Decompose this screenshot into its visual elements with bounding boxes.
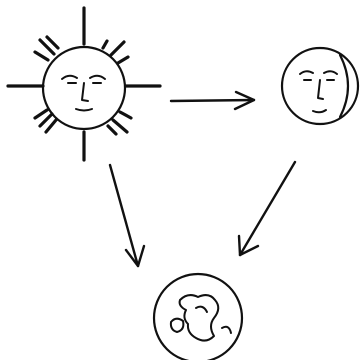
earth-globe-icon bbox=[154, 274, 242, 360]
arrow-shaft bbox=[110, 165, 138, 266]
arrow-sun-to-moon bbox=[171, 92, 254, 109]
earth-continents bbox=[171, 295, 231, 340]
sun-node bbox=[8, 8, 160, 160]
arrow-sun-to-earth bbox=[110, 165, 144, 266]
earth-disc bbox=[154, 274, 242, 360]
arrow-shaft bbox=[171, 100, 254, 101]
earth-node bbox=[154, 274, 242, 360]
arrow-shaft bbox=[240, 162, 295, 255]
moon-node bbox=[282, 48, 358, 124]
moon-face bbox=[300, 71, 337, 112]
moon-face-icon bbox=[282, 48, 358, 124]
sun-face-icon bbox=[8, 8, 160, 160]
moon-crescent-edge bbox=[340, 55, 348, 117]
sun-face bbox=[62, 76, 105, 111]
arrow-moon-to-earth bbox=[239, 162, 295, 255]
